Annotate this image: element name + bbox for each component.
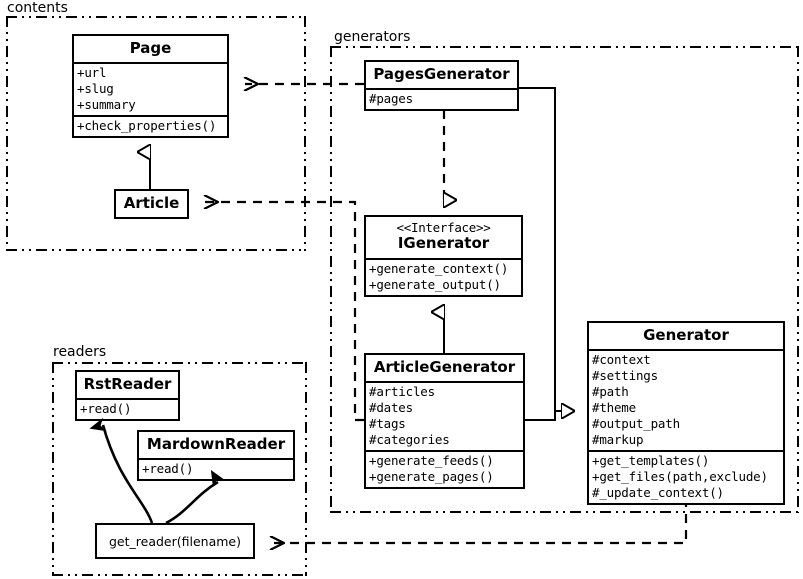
class-rst-reader[interactable]: RstReader +read() xyxy=(75,370,180,422)
class-article-generator-methods: +generate_feeds() +generate_pages() xyxy=(366,450,523,487)
contents-package-border-top xyxy=(6,16,306,18)
class-generator-methods: +get_templates() +get_files(path,exclude… xyxy=(589,450,783,503)
attribute: #categories xyxy=(369,432,450,448)
generators-package-border-right xyxy=(797,46,799,513)
class-rst-reader-name: RstReader xyxy=(83,375,172,393)
attribute: #settings xyxy=(592,368,658,384)
class-mardown-reader-methods: +read() xyxy=(139,458,293,479)
readers-package xyxy=(52,362,307,576)
readers-package-label: readers xyxy=(51,344,109,360)
attribute: #theme xyxy=(592,400,636,416)
generators-package-border-bottom xyxy=(330,511,799,513)
function-get-reader-label: get_reader(filename) xyxy=(109,533,241,549)
class-page[interactable]: Page +url +slug +summary +check_properti… xyxy=(72,34,229,139)
method: +generate_feeds() xyxy=(369,453,494,469)
method: +get_templates() xyxy=(592,453,710,469)
attribute: +summary xyxy=(77,97,136,113)
readers-package-border-top xyxy=(52,362,307,364)
contents-package-border-bottom xyxy=(6,249,306,251)
contents-package-label: contents xyxy=(5,0,70,16)
class-igenerator-name: <<Interface>> IGenerator xyxy=(366,217,521,258)
class-page-name: Page xyxy=(129,39,172,57)
readers-package-border-left xyxy=(52,362,54,576)
class-pages-generator[interactable]: PagesGenerator #pages xyxy=(364,60,519,112)
class-generator[interactable]: Generator #context #settings #path #them… xyxy=(587,321,785,506)
class-article[interactable]: Article xyxy=(114,189,189,220)
class-generator-attributes: #context #settings #path #theme #output_… xyxy=(589,349,783,450)
class-mardown-reader[interactable]: MardownReader +read() xyxy=(137,430,295,482)
attribute: #context xyxy=(592,352,651,368)
class-mardown-reader-name: MardownReader xyxy=(146,435,286,453)
generators-package-border-left xyxy=(330,46,332,513)
method: +generate_pages() xyxy=(369,469,494,485)
function-get-reader[interactable]: get_reader(filename) xyxy=(95,523,255,559)
attribute: +slug xyxy=(77,81,114,97)
class-article-generator-name: ArticleGenerator xyxy=(373,358,516,376)
class-pages-generator-name: PagesGenerator xyxy=(373,65,510,83)
attribute: #markup xyxy=(592,432,644,448)
method: +read() xyxy=(80,401,132,417)
attribute: #path xyxy=(592,384,629,400)
contents-package-border-right xyxy=(304,16,306,251)
method: +generate_output() xyxy=(369,276,501,292)
class-page-attributes: +url +slug +summary xyxy=(74,62,227,115)
attribute: #articles xyxy=(369,384,435,400)
class-igenerator[interactable]: <<Interface>> IGenerator +generate_conte… xyxy=(364,215,523,297)
readers-package-border-right xyxy=(305,362,307,576)
class-article-generator[interactable]: ArticleGenerator #articles #dates #tags … xyxy=(364,353,525,490)
generators-package-border-top xyxy=(330,46,799,48)
class-igenerator-methods: +generate_context() +generate_output() xyxy=(366,257,521,295)
class-article-name: Article xyxy=(123,194,180,212)
method: +generate_context() xyxy=(369,260,509,276)
method: +read() xyxy=(142,461,194,477)
class-rst-reader-methods: +read() xyxy=(77,398,178,419)
class-generator-name: Generator xyxy=(643,326,729,344)
method: #_update_context() xyxy=(592,485,724,501)
generators-package-label: generators xyxy=(332,29,413,45)
attribute: +url xyxy=(77,65,107,81)
class-article-generator-attributes: #articles #dates #tags #categories xyxy=(366,381,523,450)
attribute: #tags xyxy=(369,416,406,432)
class-igenerator-stereotype: <<Interface>> xyxy=(396,220,491,235)
readers-package-border-bottom xyxy=(52,574,307,576)
attribute: #output_path xyxy=(592,416,680,432)
contents-package xyxy=(6,16,306,251)
method: +get_files(path,exclude) xyxy=(592,469,768,485)
class-pages-generator-attributes: #pages xyxy=(366,88,517,109)
method: +check_properties() xyxy=(77,118,217,134)
class-page-methods: +check_properties() xyxy=(74,115,227,136)
class-igenerator-title: IGenerator xyxy=(397,234,490,253)
attribute: #dates xyxy=(369,400,413,416)
contents-package-border-left xyxy=(6,16,8,251)
attribute: #pages xyxy=(369,91,413,107)
